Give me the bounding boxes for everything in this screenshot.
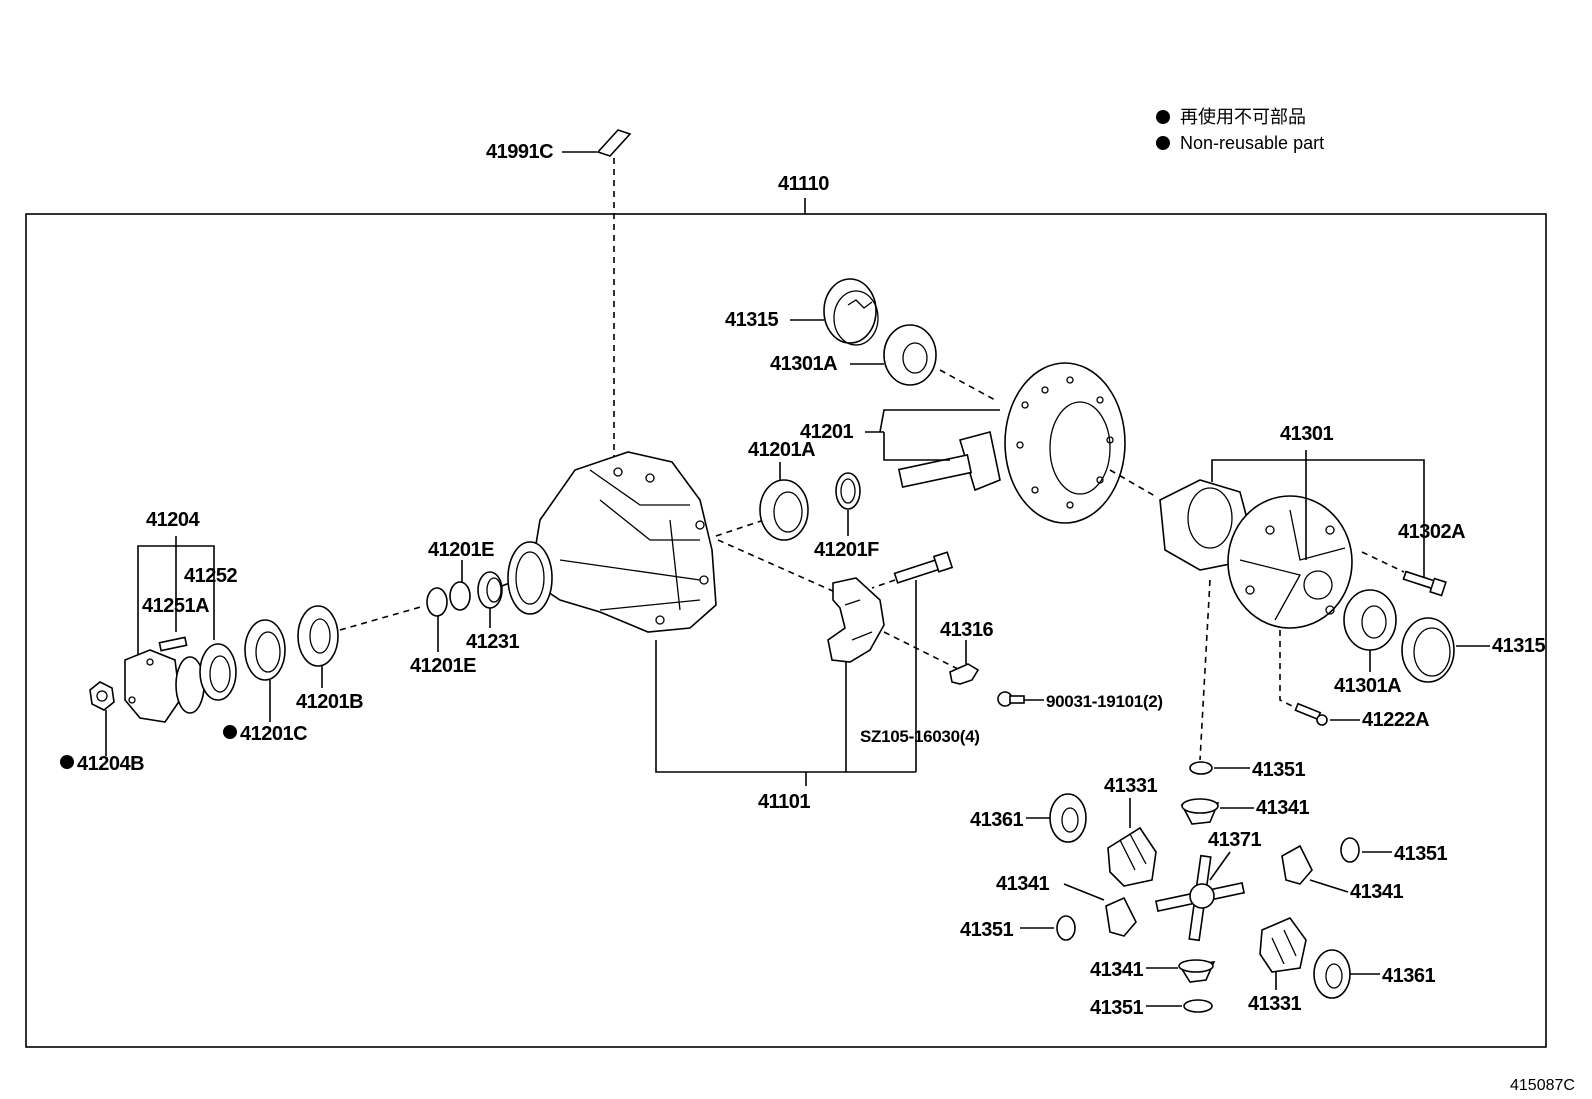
bearing-cap-drawing xyxy=(827,577,885,663)
label-41351-b[interactable]: 41351 xyxy=(1394,843,1448,865)
label-41252[interactable]: 41252 xyxy=(184,565,238,587)
non-reusable-bullet-icon xyxy=(1156,136,1170,150)
label-41101[interactable]: 41101 xyxy=(758,791,811,813)
pinion-41341-d-drawing xyxy=(1178,959,1216,983)
label-41315-right[interactable]: 41315 xyxy=(1492,635,1546,657)
thrust-washer-41361-b-drawing xyxy=(1313,949,1351,999)
label-41341-c[interactable]: 41341 xyxy=(996,873,1050,895)
lock-plate-41316-drawing xyxy=(949,663,980,685)
label-41201C[interactable]: 41201C xyxy=(240,723,308,745)
figure-code: 415087C xyxy=(1510,1077,1575,1094)
washer-41351-c-drawing xyxy=(1056,915,1076,941)
legend-japanese: 再使用不可部品 xyxy=(1180,107,1306,127)
washers-41201E-drawing xyxy=(426,581,471,617)
pinion-41341-b-drawing xyxy=(1281,844,1313,885)
bearing-41301A-top-drawing xyxy=(883,324,937,386)
label-41222A[interactable]: 41222A xyxy=(1362,709,1430,731)
spacer-41201F-drawing xyxy=(835,472,861,510)
label-SZ105-16030[interactable]: SZ105-16030(4) xyxy=(860,727,980,746)
washer-41351-d-drawing xyxy=(1183,999,1213,1013)
label-41201B[interactable]: 41201B xyxy=(296,691,364,713)
label-41331-b[interactable]: 41331 xyxy=(1248,993,1302,1015)
legend-english: Non-reusable part xyxy=(1180,133,1324,153)
bearing-41201B-drawing xyxy=(297,605,339,667)
bolt-90031-drawing xyxy=(997,691,1025,707)
pinion-shaft-41371-drawing xyxy=(1154,854,1246,942)
washer-41351-a-drawing xyxy=(1189,761,1213,775)
label-41351-d[interactable]: 41351 xyxy=(1090,997,1144,1019)
label-41204[interactable]: 41204 xyxy=(146,509,201,531)
label-41361-b[interactable]: 41361 xyxy=(1382,965,1436,987)
pinion-41341-a-drawing xyxy=(1180,798,1220,825)
label-41341-d[interactable]: 41341 xyxy=(1090,959,1144,981)
label-41316[interactable]: 41316 xyxy=(940,619,994,641)
label-41302A[interactable]: 41302A xyxy=(1398,521,1466,543)
label-41301A-right[interactable]: 41301A xyxy=(1334,675,1402,697)
label-41301A-top[interactable]: 41301A xyxy=(770,353,838,375)
label-plate-icon xyxy=(596,129,632,157)
bolt-41251A-drawing xyxy=(158,636,188,652)
label-41361-a[interactable]: 41361 xyxy=(970,809,1024,831)
bolt-41222A-drawing xyxy=(1294,702,1328,726)
label-90031-19101[interactable]: 90031-19101(2) xyxy=(1046,692,1163,711)
non-reusable-bullet-icon xyxy=(1156,110,1170,124)
label-41201F[interactable]: 41201F xyxy=(814,539,880,561)
non-reusable-bullet-icon xyxy=(60,755,74,769)
spacer-41231-drawing xyxy=(477,571,503,609)
label-41315-top[interactable]: 41315 xyxy=(725,309,779,331)
label-41231[interactable]: 41231 xyxy=(466,631,520,653)
label-41201E-bottom[interactable]: 41201E xyxy=(410,655,477,677)
label-41201E-top[interactable]: 41201E xyxy=(428,539,495,561)
label-41201A[interactable]: 41201A xyxy=(748,439,816,461)
companion-flange-drawing xyxy=(124,649,205,723)
adjusting-nut-top-drawing xyxy=(823,278,879,346)
side-gear-41331-a-drawing xyxy=(1107,826,1157,887)
bearing-41301A-right-drawing xyxy=(1343,589,1397,651)
label-41110[interactable]: 41110 xyxy=(778,173,830,195)
label-41331-a[interactable]: 41331 xyxy=(1104,775,1158,797)
side-gear-41331-b-drawing xyxy=(1259,917,1307,973)
dust-deflector-41252-drawing xyxy=(199,643,237,701)
assembly-frame xyxy=(25,213,1547,1048)
non-reusable-bullet-icon xyxy=(223,725,237,739)
label-41351-c[interactable]: 41351 xyxy=(960,919,1014,941)
bolt-sz105-drawing xyxy=(893,551,954,584)
differential-case-drawing xyxy=(1159,479,1353,629)
adjusting-nut-right-drawing xyxy=(1401,617,1455,683)
washer-41351-b-drawing xyxy=(1340,837,1360,863)
thrust-washer-41361-a-drawing xyxy=(1049,793,1087,843)
pinion-41341-c-drawing xyxy=(1105,896,1137,937)
label-41201[interactable]: 41201 xyxy=(800,421,854,443)
bolt-41302A-drawing xyxy=(1402,570,1447,597)
nut-41204B-drawing xyxy=(89,681,115,711)
legend: 再使用不可部品 Non-reusable part xyxy=(1156,107,1324,153)
label-41204B[interactable]: 41204B xyxy=(77,753,145,775)
label-41341-b[interactable]: 41341 xyxy=(1350,881,1404,903)
label-41301[interactable]: 41301 xyxy=(1280,423,1334,445)
ring-gear-pinion-drawing xyxy=(897,362,1126,524)
label-41991C[interactable]: 41991C xyxy=(486,141,554,163)
label-41351-a[interactable]: 41351 xyxy=(1252,759,1306,781)
oil-seal-41201C-drawing xyxy=(244,619,286,681)
label-41341-a[interactable]: 41341 xyxy=(1256,797,1310,819)
label-41371[interactable]: 41371 xyxy=(1208,829,1262,851)
oil-seal-41201A-drawing xyxy=(759,479,809,541)
carrier-housing-drawing xyxy=(507,451,717,633)
